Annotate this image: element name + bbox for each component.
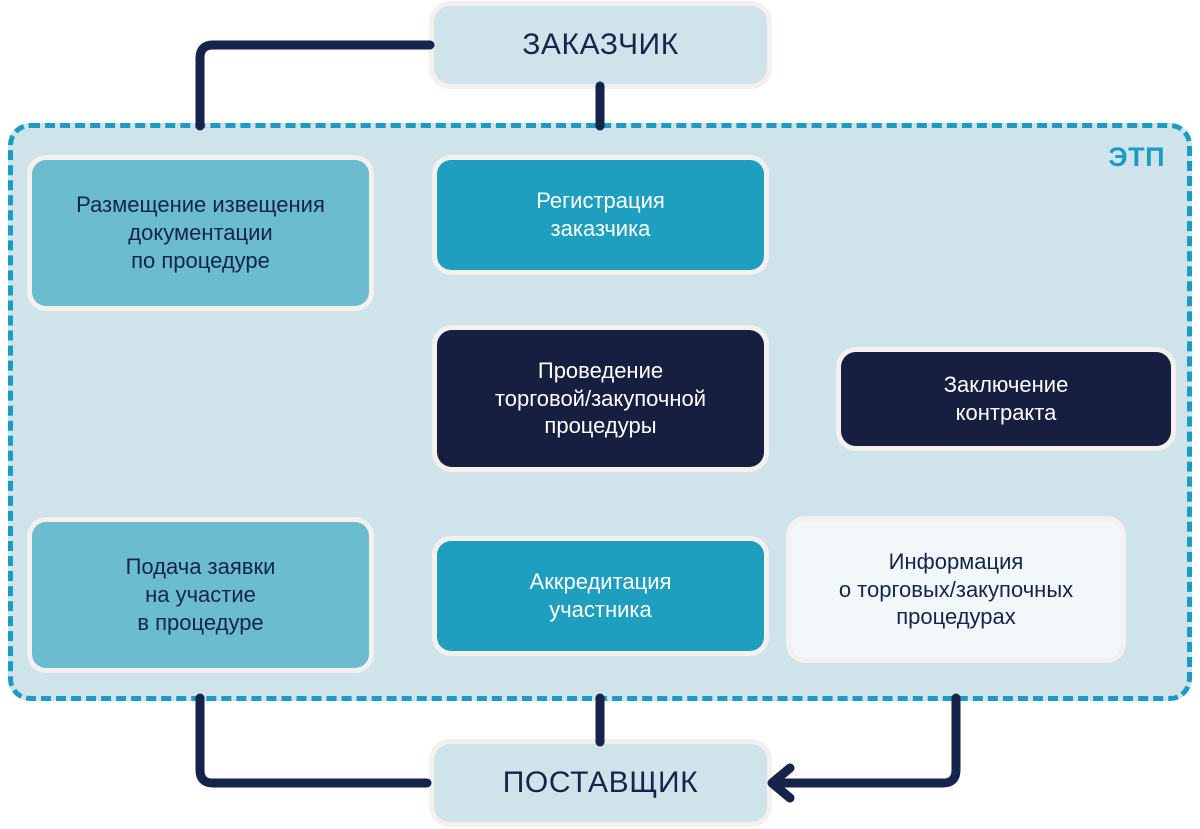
node-supplier-label: ПОСТАВЩИК bbox=[502, 766, 699, 800]
node-notice-placement[interactable]: Размещение извещения документации по про… bbox=[32, 160, 369, 306]
node-customer-label: ЗАКАЗЧИК bbox=[522, 28, 679, 62]
etp-zone-label: ЭТП bbox=[1108, 142, 1165, 172]
node-notice-placement-label: Размещение извещения документации по про… bbox=[76, 192, 325, 273]
node-procedure-information-label: Информация о торговых/закупочных процеду… bbox=[838, 548, 1074, 630]
node-application-submission-label: Подача заявки на участие в процедуре bbox=[125, 554, 276, 635]
node-procedure-information[interactable]: Информация о торговых/закупочных процеду… bbox=[791, 521, 1121, 658]
node-contract-conclusion[interactable]: Заключение контракта bbox=[841, 352, 1171, 446]
node-procedure-execution[interactable]: Проведение торговой/закупочной процедуры bbox=[437, 330, 764, 467]
node-customer-registration[interactable]: Регистрация заказчика bbox=[437, 160, 764, 270]
arrowhead-left-supplier bbox=[767, 763, 795, 803]
edge-customer-notice-outer bbox=[195, 40, 435, 131]
node-customer-registration-label: Регистрация заказчика bbox=[536, 188, 665, 241]
node-application-submission[interactable]: Подача заявки на участие в процедуре bbox=[32, 522, 369, 668]
node-contract-conclusion-label: Заключение контракта bbox=[943, 372, 1069, 425]
edge-information-supplier-outer bbox=[770, 693, 961, 788]
node-supplier[interactable]: ПОСТАВЩИК bbox=[434, 744, 767, 822]
node-procedure-execution-label: Проведение торговой/закупочной процедуры bbox=[494, 357, 707, 439]
node-participant-accreditation[interactable]: Аккредитация участника bbox=[437, 541, 764, 651]
edge-supplier-application-outer bbox=[195, 693, 432, 788]
node-participant-accreditation-label: Аккредитация участника bbox=[529, 569, 672, 622]
node-customer[interactable]: ЗАКАЗЧИК bbox=[434, 6, 767, 84]
